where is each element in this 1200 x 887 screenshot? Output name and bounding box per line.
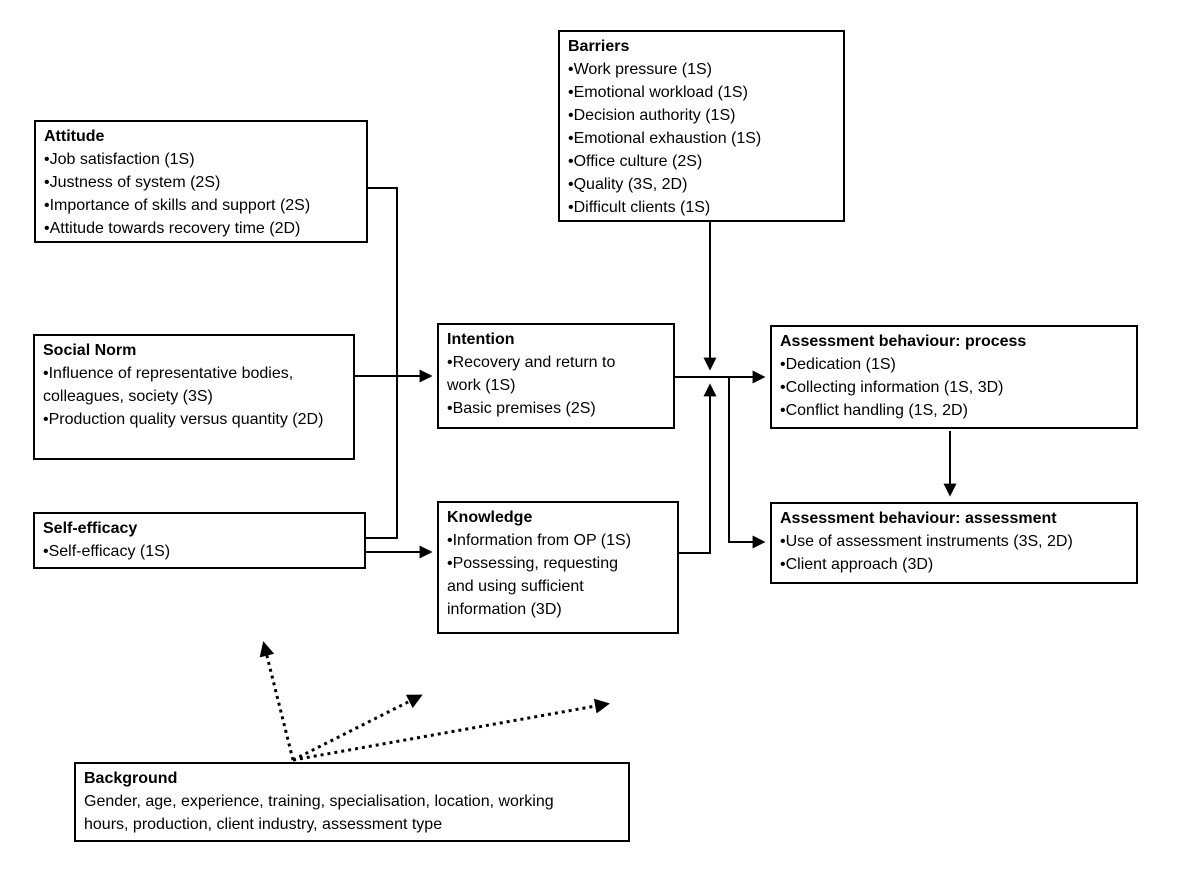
- knowledge-box: Knowledge •Information from OP (1S) •Pos…: [437, 501, 679, 634]
- intention-box: Intention •Recovery and return to work (…: [437, 323, 675, 429]
- list-item: •Collecting information (1S, 3D): [780, 379, 1004, 396]
- background-text: Gender, age, experience, training, speci…: [84, 793, 554, 833]
- attitude-title: Attitude: [44, 128, 105, 145]
- list-item: •Decision authority (1S): [568, 107, 736, 124]
- list-item: •Office culture (2S): [568, 153, 703, 170]
- dotted-arrow-background-up: [259, 641, 295, 761]
- list-item: •Information from OP (1S): [447, 532, 632, 549]
- assessment-assessment-box: Assessment behaviour: assessment •Use of…: [770, 502, 1138, 584]
- list-item: •Dedication (1S): [780, 356, 896, 373]
- list-item: •Justness of system (2S): [44, 174, 221, 191]
- list-item: •Emotional workload (1S): [568, 84, 748, 101]
- dotted-arrow-background-right: [292, 698, 610, 762]
- list-item: •Importance of skills and support (2S): [44, 197, 311, 214]
- assessment-process-box: Assessment behaviour: process •Dedicatio…: [770, 325, 1138, 429]
- intention-title: Intention: [447, 331, 515, 348]
- knowledge-title: Knowledge: [447, 509, 533, 526]
- background-title: Background: [84, 770, 178, 787]
- social-norm-title: Social Norm: [43, 342, 137, 359]
- attitude-list: •Job satisfaction (1S) •Justness of syst…: [44, 148, 358, 240]
- list-item: •Use of assessment instruments (3S, 2D): [780, 533, 1073, 550]
- social-norm-box: Social Norm •Influence of representative…: [33, 334, 355, 460]
- assessment-assessment-title: Assessment behaviour: assessment: [780, 510, 1057, 527]
- barriers-box: Barriers •Work pressure (1S) •Emotional …: [558, 30, 845, 222]
- list-item: •Recovery and return to work (1S): [447, 354, 616, 394]
- list-item: •Client approach (3D): [780, 556, 934, 573]
- arrow-knowledge-up-to-junction: [679, 383, 717, 554]
- list-item: •Production quality versus quantity (2D): [43, 411, 324, 428]
- list-item: •Difficult clients (1S): [568, 199, 711, 216]
- list-item: •Self-efficacy (1S): [43, 543, 171, 560]
- list-item: •Emotional exhaustion (1S): [568, 130, 762, 147]
- connector-attitude-to-self-efficacy: [366, 187, 398, 539]
- background-box: Background Gender, age, experience, trai…: [74, 762, 630, 842]
- knowledge-list: •Information from OP (1S) •Possessing, r…: [447, 529, 647, 621]
- intention-list: •Recovery and return to work (1S) •Basic…: [447, 351, 649, 420]
- social-norm-list: •Influence of representative bodies, col…: [43, 362, 331, 431]
- list-item: •Work pressure (1S): [568, 61, 713, 78]
- self-efficacy-box: Self-efficacy •Self-efficacy (1S): [33, 512, 366, 569]
- arrow-junction-to-assessment: [728, 378, 766, 549]
- assessment-process-title: Assessment behaviour: process: [780, 333, 1027, 350]
- list-item: •Possessing, requesting and using suffic…: [447, 555, 619, 618]
- assessment-process-list: •Dedication (1S) •Collecting information…: [780, 353, 1128, 422]
- barriers-list: •Work pressure (1S) •Emotional workload …: [568, 58, 835, 219]
- self-efficacy-list: •Self-efficacy (1S): [43, 540, 356, 563]
- list-item: •Conflict handling (1S, 2D): [780, 402, 968, 419]
- self-efficacy-title: Self-efficacy: [43, 520, 138, 537]
- attitude-box: Attitude •Job satisfaction (1S) •Justnes…: [34, 120, 368, 243]
- list-item: •Basic premises (2S): [447, 400, 596, 417]
- list-item: •Job satisfaction (1S): [44, 151, 195, 168]
- list-item: •Attitude towards recovery time (2D): [44, 220, 301, 237]
- dotted-arrow-background-mid: [292, 694, 423, 762]
- barriers-title: Barriers: [568, 38, 630, 55]
- list-item: •Influence of representative bodies, col…: [43, 365, 294, 405]
- list-item: •Quality (3S, 2D): [568, 176, 688, 193]
- assessment-assessment-list: •Use of assessment instruments (3S, 2D) …: [780, 530, 1128, 576]
